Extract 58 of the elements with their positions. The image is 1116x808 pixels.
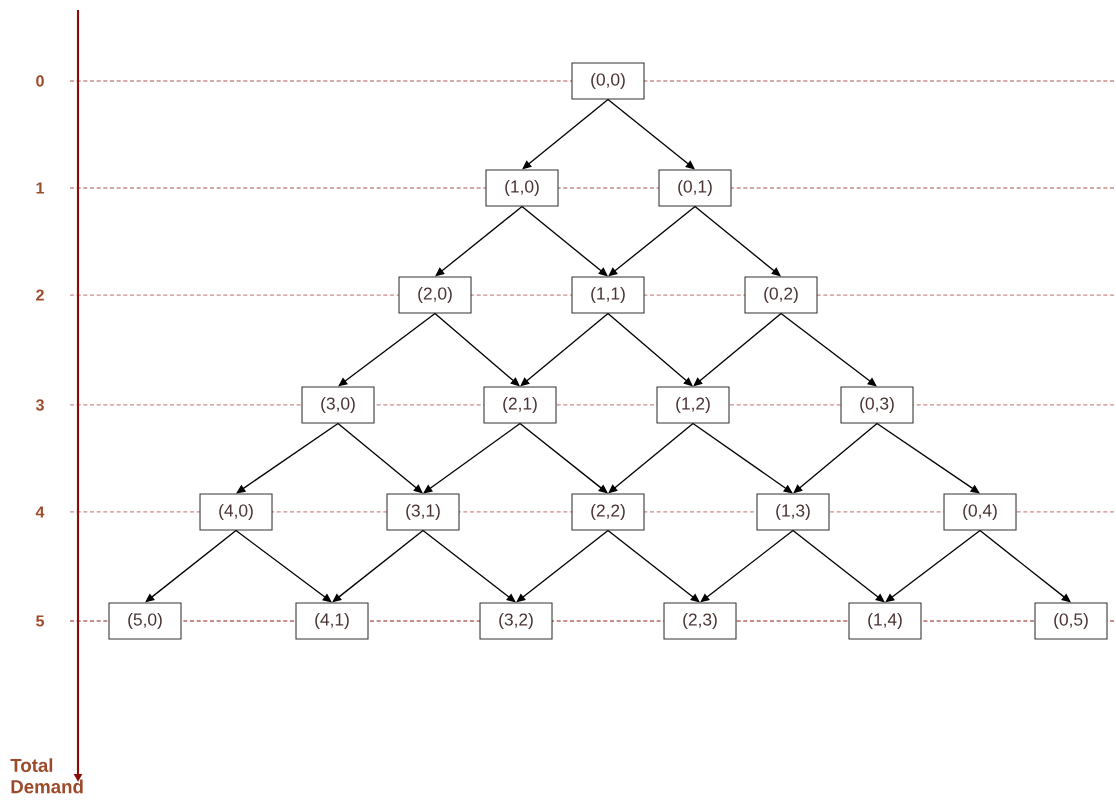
arrow xyxy=(608,205,696,277)
arrow xyxy=(338,312,436,387)
arrow xyxy=(780,312,877,387)
state-box: (2,0) xyxy=(398,276,472,314)
state-box: (5,0) xyxy=(108,602,182,640)
state-box: (0,4) xyxy=(943,493,1017,531)
axis-label: Total Demand xyxy=(10,758,83,794)
state-box: (0,1) xyxy=(658,169,732,207)
arrow xyxy=(700,529,794,603)
row-label: 2 xyxy=(36,289,44,301)
arrow xyxy=(979,529,1071,603)
state-box: (0,2) xyxy=(744,276,818,314)
arrow xyxy=(608,422,694,494)
state-box: (1,2) xyxy=(656,386,730,424)
arrow xyxy=(522,98,609,170)
state-box: (1,1) xyxy=(571,276,645,314)
row-label: 3 xyxy=(35,399,44,411)
state-box: (2,2) xyxy=(571,493,645,531)
row-label: 1 xyxy=(36,182,44,194)
state-box: (4,1) xyxy=(295,602,369,640)
arrow xyxy=(435,205,523,277)
state-box: (2,1) xyxy=(483,386,557,424)
row-label: 5 xyxy=(36,615,44,627)
arrow xyxy=(434,312,520,387)
state-box: (1,0) xyxy=(485,169,559,207)
state-box: (0,0) xyxy=(571,62,645,100)
arrow xyxy=(607,312,693,387)
arrow xyxy=(607,98,695,170)
state-box: (3,0) xyxy=(301,386,375,424)
arrow xyxy=(235,529,332,603)
state-box: (0,3) xyxy=(840,386,914,424)
arrow xyxy=(520,312,609,387)
arrow xyxy=(694,205,781,277)
arrow xyxy=(521,205,608,277)
state-box: (0,5) xyxy=(1034,602,1108,640)
state-box: (4,0) xyxy=(199,493,273,531)
row-label: 4 xyxy=(35,506,45,518)
arrow xyxy=(422,529,516,603)
arrow xyxy=(423,422,521,494)
arrow xyxy=(332,529,424,603)
arrow xyxy=(693,312,782,387)
state-box: (1,4) xyxy=(848,602,922,640)
state-box: (3,2) xyxy=(479,602,553,640)
state-box: (3,1) xyxy=(386,493,460,531)
state-box: (1,3) xyxy=(756,493,830,531)
arrow xyxy=(516,529,609,603)
arrow xyxy=(876,422,980,494)
arrow xyxy=(519,422,608,494)
row-label: 0 xyxy=(36,75,44,87)
state-box: (2,3) xyxy=(663,602,737,640)
arrow xyxy=(607,529,700,603)
arrow xyxy=(692,422,793,494)
arrow xyxy=(792,529,885,603)
arrow xyxy=(145,529,237,603)
arrow xyxy=(236,422,339,494)
arrow xyxy=(885,529,981,603)
arrow xyxy=(337,422,423,494)
arrow xyxy=(793,422,878,494)
